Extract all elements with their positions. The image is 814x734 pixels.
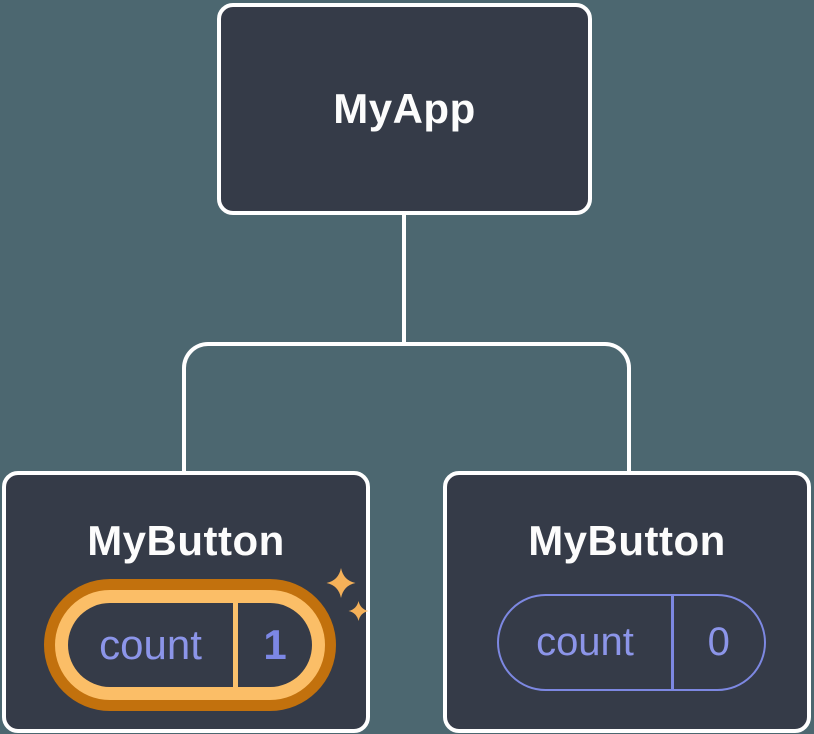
node-label: MyButton bbox=[528, 517, 726, 564]
state-pill-core: count 1 bbox=[68, 603, 312, 687]
child-node-right: MyButton count 0 bbox=[443, 471, 811, 733]
node-label: MyButton bbox=[87, 517, 285, 564]
state-value: 0 bbox=[707, 620, 730, 664]
branch-connector bbox=[182, 342, 631, 471]
sparkles-icon bbox=[326, 568, 369, 621]
highlight-ring-inner: count 1 bbox=[55, 590, 325, 700]
state-pill-highlighted: count 1 bbox=[44, 579, 336, 711]
state-key: count bbox=[536, 620, 634, 664]
root-connector-line bbox=[402, 215, 406, 346]
state-value: 1 bbox=[263, 621, 287, 668]
root-component-node: MyApp bbox=[217, 3, 592, 215]
state-pill: count 0 bbox=[497, 594, 766, 691]
root-node-label: MyApp bbox=[333, 85, 476, 132]
state-key: count bbox=[99, 621, 202, 668]
child-node-left: MyButton count 1 bbox=[2, 471, 370, 733]
pill-divider bbox=[671, 596, 674, 689]
pill-divider bbox=[233, 603, 238, 687]
